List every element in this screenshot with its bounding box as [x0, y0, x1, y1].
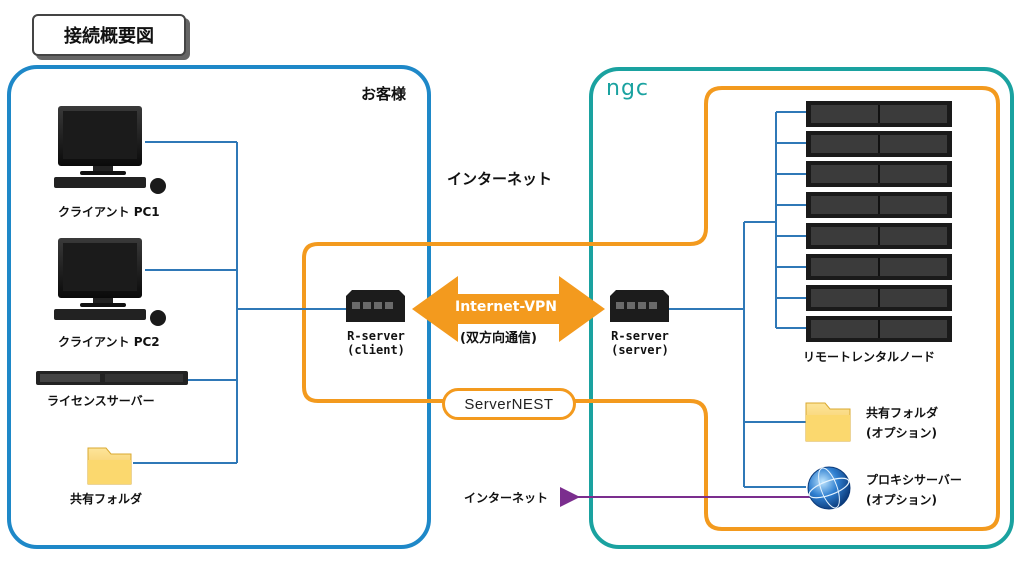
rental-node-rack — [806, 101, 952, 342]
customer-folder-icon — [87, 447, 132, 485]
customer-folder-label: 共有フォルダ — [70, 492, 143, 506]
customer-label: お客様 — [361, 85, 407, 103]
rental-nodes-label: リモートレンタルノード — [803, 350, 936, 364]
rack-server-7 — [806, 285, 952, 311]
internet-loop — [302, 86, 1000, 531]
rack-server-8 — [806, 316, 952, 342]
ngc-folder-label-line1: 共有フォルダ — [866, 406, 939, 420]
rack-server-4 — [806, 192, 952, 218]
rack-server-6 — [806, 254, 952, 280]
vpn-sub-label: (双方向通信) — [460, 331, 537, 346]
servernest-badge: ServerNEST — [442, 388, 576, 420]
customer-network-lines — [133, 141, 346, 464]
rserver-client-line2: (client) — [347, 343, 405, 357]
proxy-label-line2: (オプション) — [866, 493, 937, 507]
rack-server-5 — [806, 223, 952, 249]
license-server-label: ライセンスサーバー — [47, 394, 155, 408]
ngc-network-lines — [665, 111, 806, 488]
rserver-client-icon — [346, 290, 405, 322]
ngc-folder-label-line2: (オプション) — [866, 426, 937, 440]
vpn-label: Internet-VPN — [455, 299, 558, 315]
proxy-label: プロキシサーバー (オプション) — [866, 470, 962, 510]
rserver-server-line1: R-server — [611, 329, 669, 343]
rserver-client-line1: R-server — [347, 329, 405, 343]
rserver-server-icon — [610, 290, 669, 322]
internet-label-top: インターネット — [447, 170, 553, 188]
rserver-server-line2: (server) — [611, 343, 669, 357]
rserver-server-label: R-server (server) — [611, 329, 669, 357]
client-pc2-label: クライアント PC2 — [58, 335, 160, 349]
vpn-arrow — [412, 276, 605, 342]
proxy-globe-icon — [807, 466, 851, 510]
page-title: 接続概要図 — [32, 14, 186, 56]
rack-server-2 — [806, 131, 952, 157]
rserver-client-label: R-server (client) — [347, 329, 405, 357]
client-pc2-icon — [54, 238, 166, 326]
client-pc1-icon — [54, 106, 166, 194]
ngc-folder-label: 共有フォルダ (オプション) — [866, 403, 938, 443]
client-pc1-label: クライアント PC1 — [58, 205, 160, 219]
rack-server-3 — [806, 161, 952, 187]
ngc-logo: ngc — [606, 76, 650, 101]
proxy-label-line1: プロキシサーバー — [866, 473, 962, 487]
ngc-folder-icon — [805, 402, 851, 442]
license-server-icon — [36, 371, 188, 385]
internet-label-bottom: インターネット — [464, 491, 549, 505]
rack-server-1 — [806, 101, 952, 127]
